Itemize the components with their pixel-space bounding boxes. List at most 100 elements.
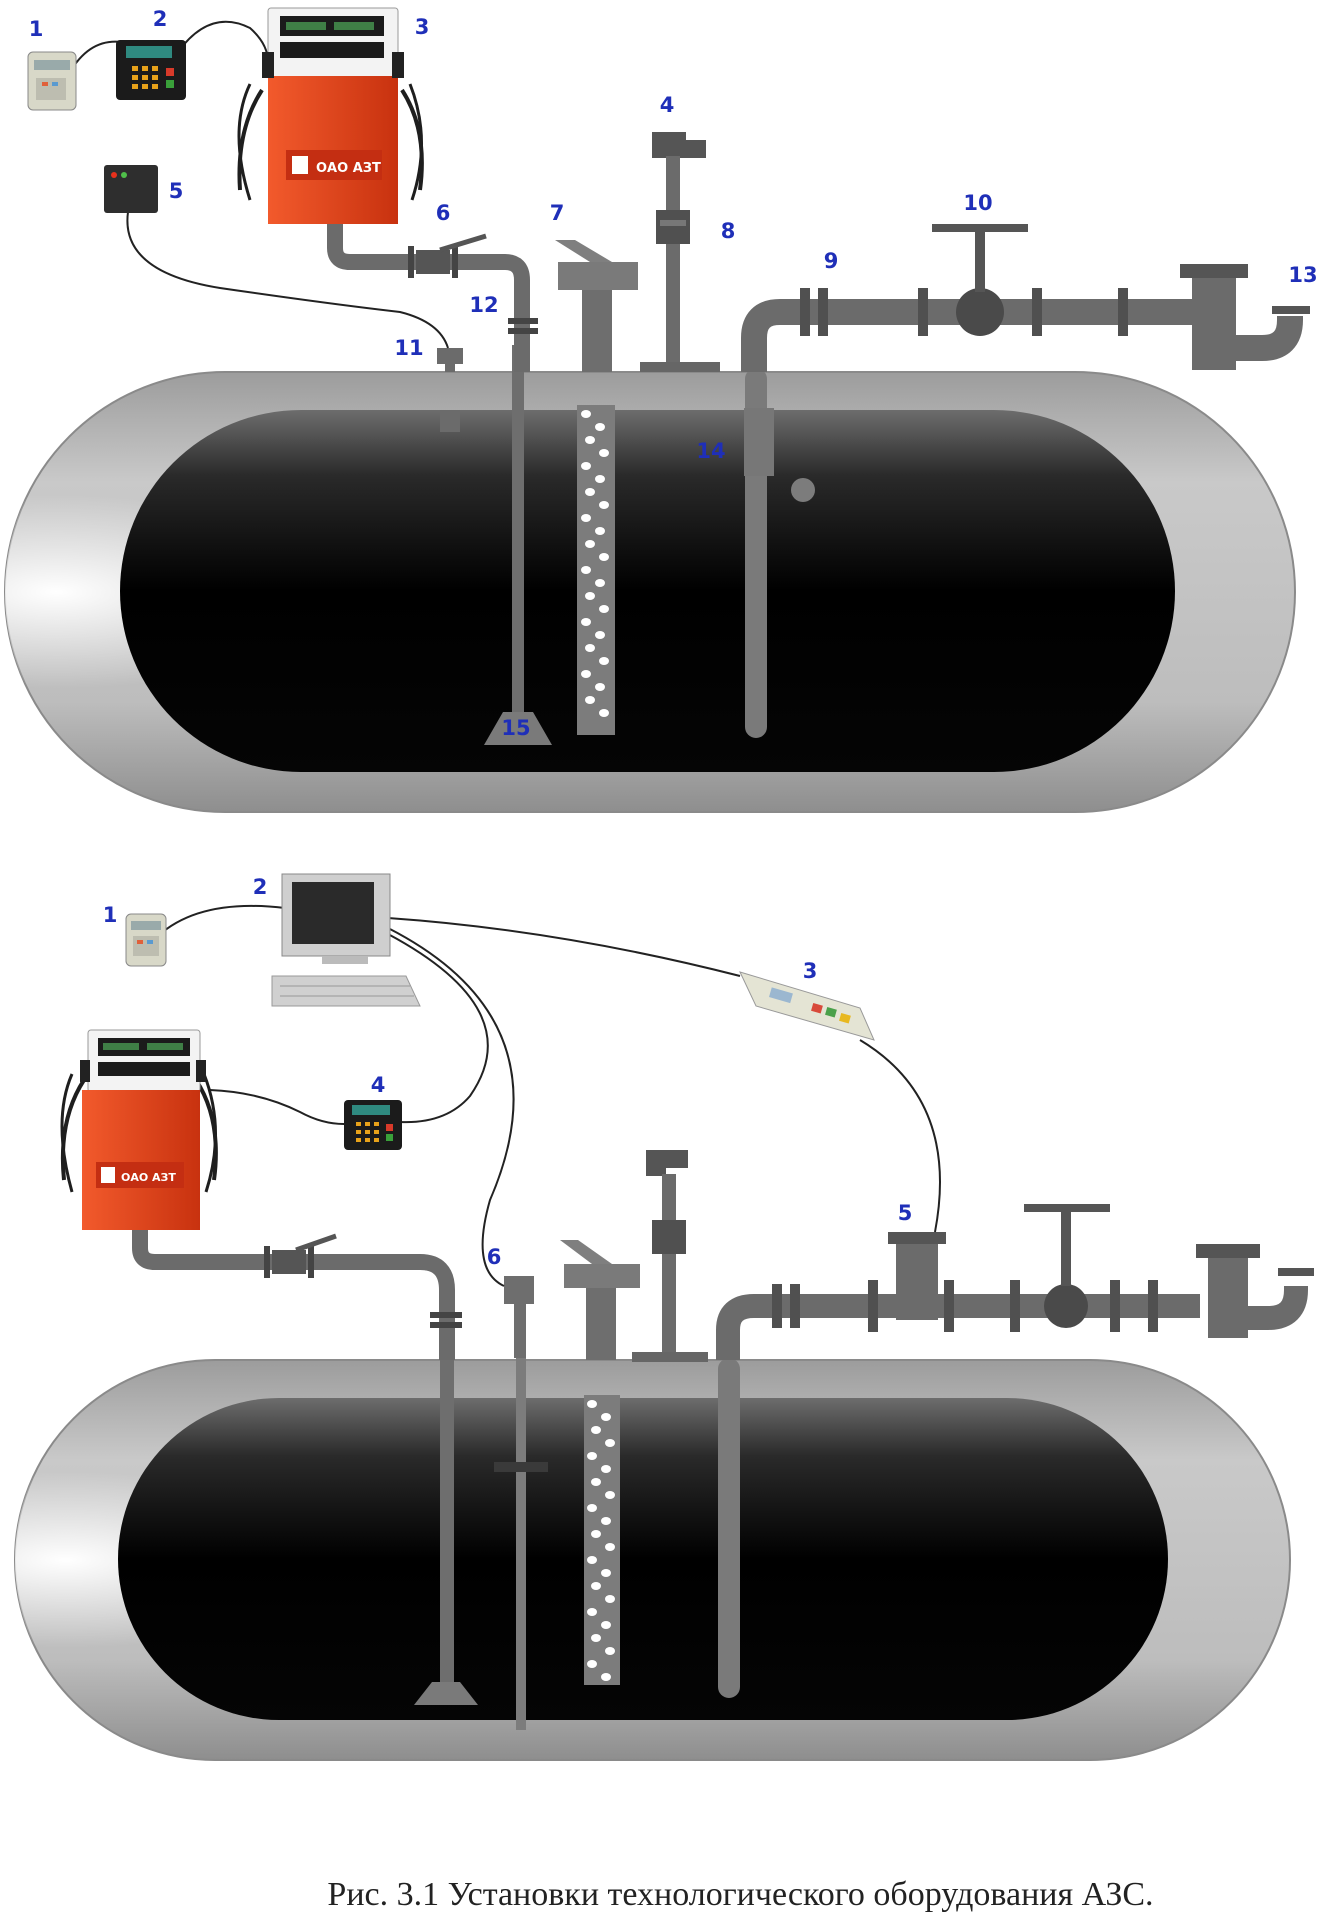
perforated-gauge-tube-bottom — [584, 1395, 620, 1685]
valve-bottom-flange-a — [264, 1246, 270, 1278]
cable-computer-terminal — [387, 933, 489, 1124]
tube-hole — [595, 423, 605, 431]
top-label-15: 15 — [501, 716, 530, 740]
tube-hole — [605, 1491, 615, 1499]
dispenser-badge-text: ОАО АЗТ — [316, 161, 381, 176]
tube-hole — [581, 670, 591, 678]
sensor-11-stem — [445, 362, 455, 372]
cash-register-bottom-1 — [125, 913, 167, 967]
tube-hole — [599, 553, 609, 561]
top-label-7: 7 — [550, 201, 565, 225]
flange-12-b — [508, 328, 538, 334]
valve-10-handwheel — [932, 224, 1028, 232]
connector-13-elbow — [1236, 316, 1303, 361]
bottom-label-3: 3 — [803, 959, 818, 983]
top-label-13: 13 — [1288, 263, 1317, 287]
flange-9-b — [818, 288, 828, 336]
fill-pipe — [512, 345, 524, 725]
sensor-11-head — [437, 348, 463, 364]
valve-bottom-flange-b — [308, 1246, 314, 1278]
level-probe-6-neck — [514, 1304, 526, 1358]
tube-hole — [601, 1413, 611, 1421]
connector-bottom-flange — [1278, 1268, 1314, 1276]
tube-hole — [581, 462, 591, 470]
bottom-label-4: 4 — [371, 1073, 386, 1097]
fill-line-pipe — [741, 299, 1210, 372]
tube-hole — [587, 1608, 597, 1616]
tube-hole — [587, 1504, 597, 1512]
fuel-dispenser-bottom: ОАО АЗТ — [60, 1029, 218, 1230]
top-label-14: 14 — [696, 439, 725, 463]
valve-6-handle — [439, 233, 487, 253]
level-probe-6-rod — [516, 1348, 526, 1730]
valve-bottom-10-flange-a — [1010, 1280, 1020, 1332]
vent-pipe-bottom — [662, 1174, 676, 1354]
tube-hole — [601, 1517, 611, 1525]
vent-base-bottom — [632, 1352, 708, 1362]
valve-6-body — [416, 250, 450, 274]
tube-hole — [601, 1621, 611, 1629]
level-probe-6-float — [494, 1462, 548, 1472]
controller-5-cable — [126, 211, 449, 349]
flange-bottom-9a — [772, 1284, 782, 1328]
suction-pipe-bottom — [718, 1358, 740, 1698]
flow-sensor-5-flange-a — [868, 1280, 878, 1332]
tube-hole — [581, 410, 591, 418]
tube-hole — [585, 592, 595, 600]
tube-hole — [585, 644, 595, 652]
flange-bottom-13 — [1148, 1280, 1158, 1332]
top-label-3: 3 — [415, 15, 430, 39]
controller-5-led-green — [121, 172, 127, 178]
connector-13-flange — [1272, 306, 1310, 314]
connector-13-cap — [1180, 264, 1248, 278]
valve-6-flange-b — [452, 246, 458, 278]
top-label-11: 11 — [394, 336, 423, 360]
cable-computer-probe — [387, 927, 515, 1287]
terminal-cable — [177, 20, 269, 63]
flange-12-a — [508, 318, 538, 324]
tube-hole — [581, 566, 591, 574]
tube-hole — [587, 1556, 597, 1564]
tube-hole — [605, 1595, 615, 1603]
manhole-7-lid — [558, 262, 638, 290]
breather-valve-bottom-cap-b — [646, 1162, 666, 1176]
tube-hole — [605, 1439, 615, 1447]
valve-10-stem — [975, 232, 985, 292]
valve-bottom-10-body — [1044, 1284, 1088, 1328]
flow-sensor-5-body — [896, 1240, 938, 1320]
connector-bottom-cap — [1196, 1244, 1260, 1258]
bottom-label-6: 6 — [487, 1245, 502, 1269]
storage-tank — [4, 371, 1296, 813]
valve-bottom-body — [272, 1250, 306, 1274]
tube-hole — [585, 696, 595, 704]
tube-hole — [591, 1426, 601, 1434]
flame-arrester-8-ring — [660, 220, 686, 226]
top-label-4: 4 — [660, 93, 675, 117]
fuel-dispenser-3: ОАО АЗТ — [237, 7, 424, 224]
diffuser-bottom — [414, 1682, 478, 1705]
top-label-1: 1 — [29, 17, 44, 41]
tube-hole — [599, 657, 609, 665]
tube-hole — [587, 1400, 597, 1408]
valve-bottom-10-flange-b — [1110, 1280, 1120, 1332]
tube-hole — [605, 1543, 615, 1551]
storage-tank-bottom — [14, 1359, 1291, 1761]
check-valve-14 — [744, 408, 774, 476]
computer-2 — [271, 873, 421, 1007]
manhole-bottom-cover — [560, 1240, 612, 1264]
tube-hole — [591, 1478, 601, 1486]
fill-pipe-bottom — [440, 1335, 454, 1690]
tube-hole — [595, 631, 605, 639]
dispenser-badge-text-bottom: ОАО АЗТ — [121, 1171, 176, 1184]
tube-hole — [605, 1647, 615, 1655]
valve-10-flange-a — [918, 288, 928, 336]
tube-hole — [601, 1465, 611, 1473]
top-label-8: 8 — [721, 219, 736, 243]
cable-interface-sensor — [859, 1039, 941, 1233]
top-label-12: 12 — [469, 293, 498, 317]
register-cable — [69, 40, 123, 73]
bottom-label-5: 5 — [898, 1201, 913, 1225]
valve-10-body — [956, 288, 1004, 336]
vent-base — [640, 362, 720, 372]
valve-bottom-10-stem — [1061, 1212, 1071, 1286]
